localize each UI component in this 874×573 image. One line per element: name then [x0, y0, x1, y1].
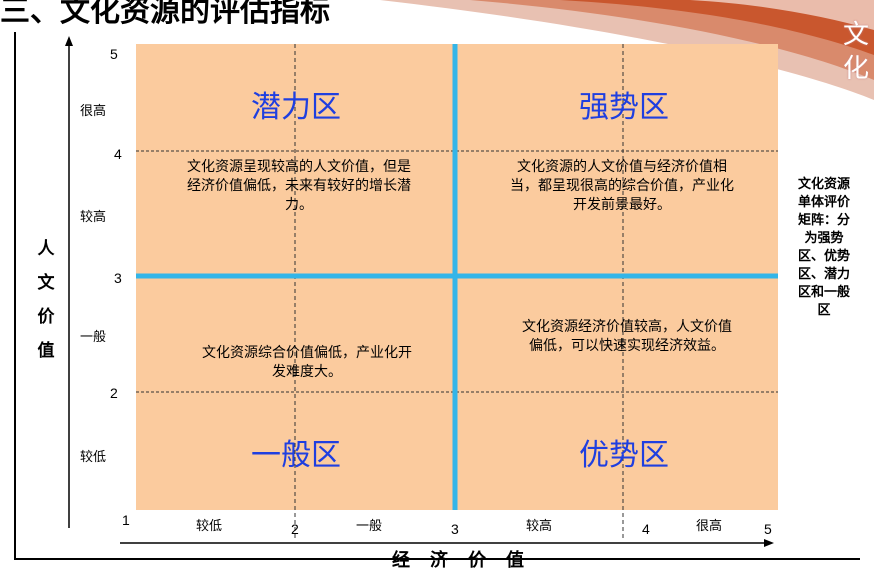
zone-desc-strong: 文化资源的人文价值与经济价值相当，都呈现很高的综合价值，产业化开发前景最好。 [510, 159, 734, 213]
corner-text: 文化 [842, 20, 869, 84]
y-axis-arrow-icon [65, 36, 73, 46]
x-tick-2: 2 [291, 521, 299, 537]
y-level-very-high: 很高 [80, 104, 107, 119]
left-frame-line [14, 32, 16, 560]
x-axis-arrow-icon [764, 539, 774, 547]
slide-title: 三、文化资源的评估指标 [0, 0, 330, 29]
x-tick-4: 4 [642, 521, 650, 537]
zone-desc-advantage: 文化资源经济价值较高，人文价值偏低，可以快速实现经济效益。 [522, 319, 732, 354]
zone-title-advantage: 优势区 [579, 438, 669, 473]
y-axis-label: 人文价值 [37, 239, 55, 361]
y-tick-4: 4 [114, 146, 122, 162]
bottom-frame-line [14, 558, 860, 560]
header-swoosh [380, 0, 874, 100]
x-tick-5: 5 [764, 521, 772, 537]
x-level-low: 较低 [196, 519, 223, 534]
x-level-medium: 一般 [356, 519, 383, 534]
x-level-high: 较高 [526, 519, 553, 534]
x-level-very-high: 很高 [696, 519, 723, 534]
zone-desc-general: 文化资源综合价值偏低，产业化开发难度大。 [202, 345, 412, 380]
y-level-medium: 一般 [80, 330, 107, 345]
y-tick-2: 2 [110, 385, 118, 401]
y-tick-5: 5 [110, 46, 118, 62]
x-tick-3: 3 [451, 521, 459, 537]
zone-title-general: 一般区 [251, 438, 341, 473]
origin-tick-1: 1 [122, 512, 130, 528]
x-axis-label: 经济价值 [392, 550, 544, 571]
zone-title-strong: 强势区 [579, 90, 669, 125]
zone-title-potential: 潜力区 [251, 90, 341, 125]
side-note: 文化资源单体评价矩阵：分为强势区、优势区、潜力区和一般区 [797, 177, 850, 318]
zone-desc-potential: 文化资源呈现较高的人文价值，但是经济价值偏低，未来有较好的增长潜力。 [187, 159, 411, 213]
y-level-low: 较低 [80, 450, 107, 465]
y-level-high: 较高 [80, 210, 107, 225]
y-tick-3: 3 [114, 270, 122, 286]
